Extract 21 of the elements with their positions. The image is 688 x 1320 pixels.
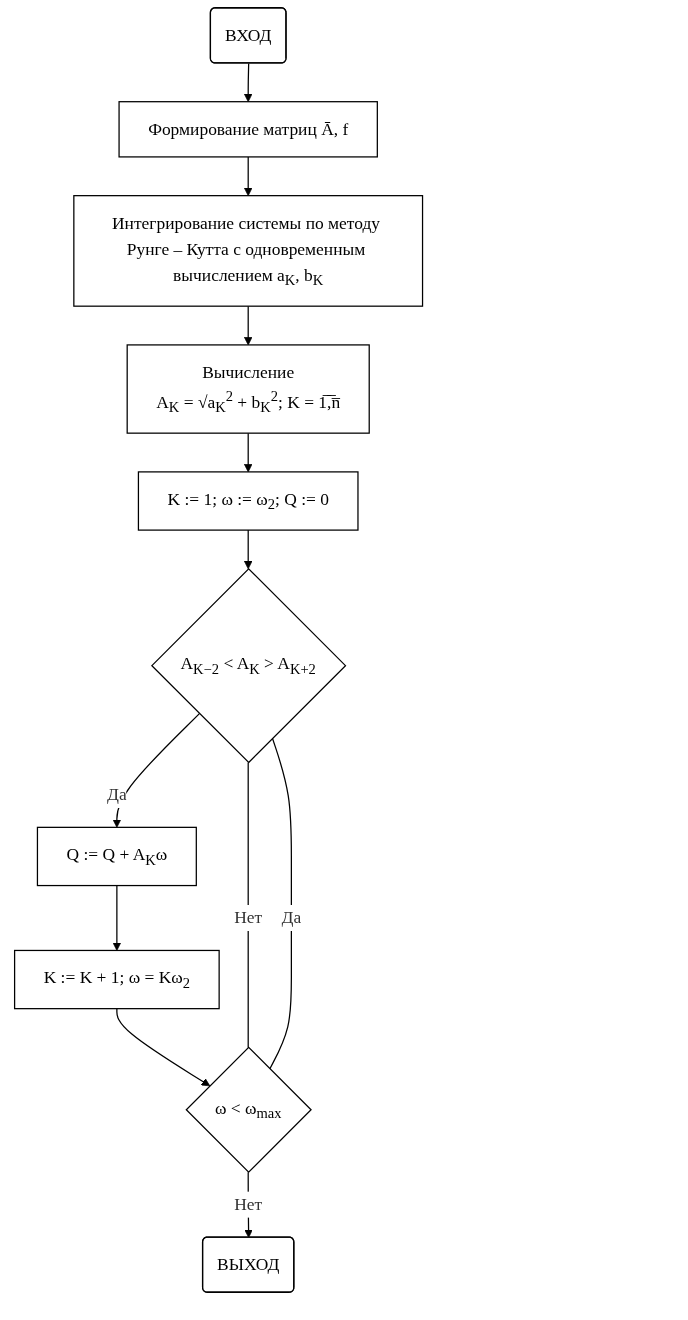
edge-label: Нет bbox=[234, 907, 263, 928]
edge-label: Да bbox=[281, 907, 302, 928]
edge-label: Нет bbox=[234, 1194, 263, 1214]
arrow bbox=[112, 713, 201, 828]
arrow bbox=[243, 156, 253, 197]
connector bbox=[247, 761, 249, 1049]
node-box: Интегрирование системы по методу Рунге – Кутта с одновременным вычислением a$_{K}$, b$_{K}$ bbox=[73, 195, 424, 307]
arrow bbox=[243, 432, 253, 473]
node-diamond: A$_{K−2}$ < A$_{K}$ > A$_{K+2}$ bbox=[151, 567, 347, 764]
arrow bbox=[243, 62, 253, 103]
node-box: K := K + 1; ω = Kω$_{2}$ bbox=[13, 949, 220, 1010]
node-box: Формирование матриц Ā, f bbox=[118, 101, 378, 158]
edge-label: Да bbox=[107, 784, 127, 805]
node-box: Q := Q + A$_{K}$ω bbox=[36, 826, 197, 887]
node-diamond: ω < ω$_{max}$ bbox=[185, 1046, 312, 1174]
arrow bbox=[112, 884, 122, 951]
arrow bbox=[116, 1008, 211, 1087]
arrow bbox=[243, 305, 253, 346]
arrow bbox=[243, 529, 253, 570]
node-box: Вычисление A$_{K}$ = √a$_{K}$$^{2}$ + b$_{K}$$^{2}$; K = 1̅,̅n̅ bbox=[126, 344, 370, 434]
node-box: K := 1; ω := ω$_{2}$; Q := 0 bbox=[137, 471, 359, 531]
